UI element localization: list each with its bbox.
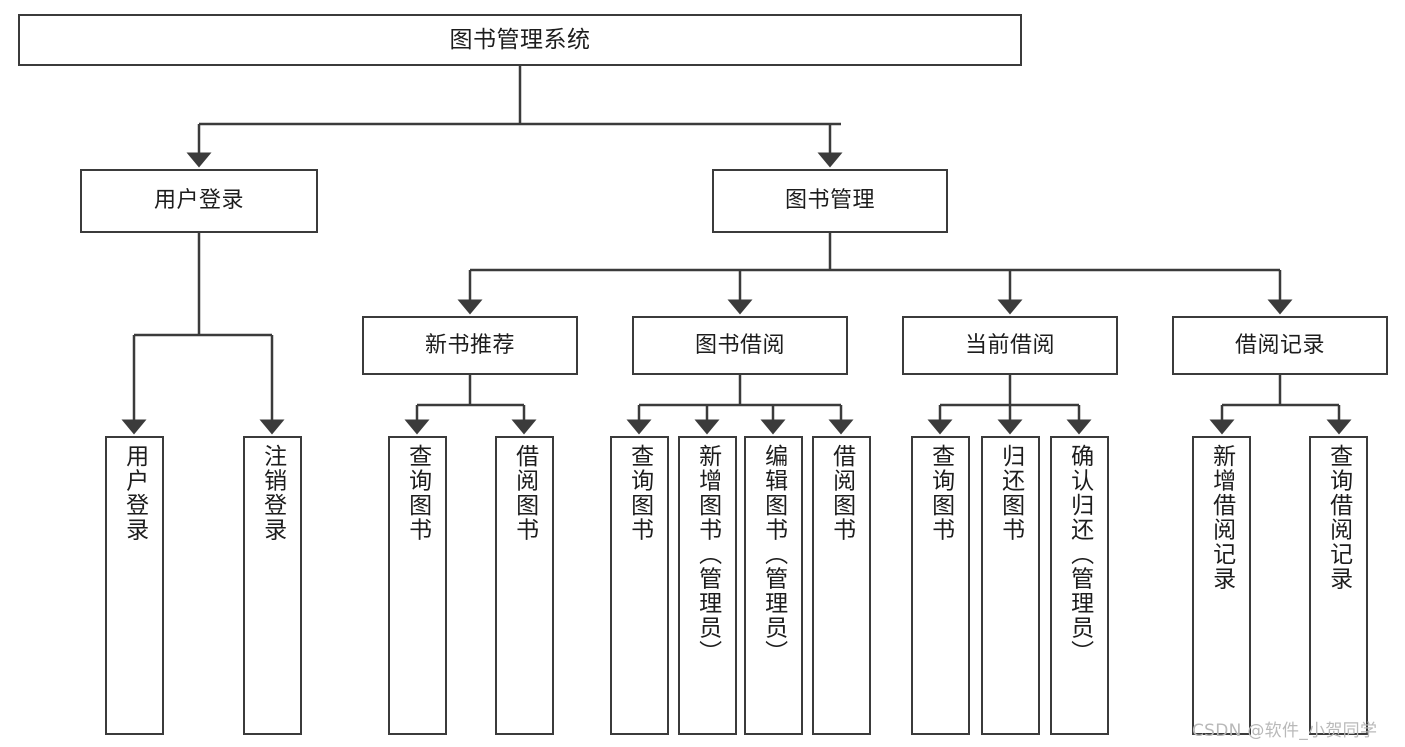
leaf-new-book-query[interactable]: 查询图书: [388, 436, 447, 735]
node-book-management[interactable]: 图书管理: [712, 169, 948, 233]
node-label: 借阅图书: [511, 444, 538, 542]
leaf-borrow-query-book[interactable]: 查询图书: [610, 436, 669, 735]
leaf-borrow-edit-book-admin[interactable]: 编辑图书（管理员）: [744, 436, 803, 735]
node-borrow-record[interactable]: 借阅记录: [1172, 316, 1388, 375]
node-label: 注销登录: [259, 444, 286, 542]
node-label: 图书管理系统: [449, 26, 591, 53]
node-label: 编辑图书（管理员）: [760, 444, 787, 665]
node-label: 借阅图书: [828, 444, 855, 542]
leaf-user-login-login[interactable]: 用户登录: [105, 436, 164, 735]
node-label: 新增借阅记录: [1208, 444, 1235, 591]
node-label: 归还图书: [997, 444, 1024, 542]
leaf-new-book-borrow[interactable]: 借阅图书: [495, 436, 554, 735]
node-label: 用户登录: [153, 188, 244, 213]
leaf-current-query-book[interactable]: 查询图书: [911, 436, 970, 735]
node-root-book-management-system[interactable]: 图书管理系统: [18, 14, 1022, 66]
node-label: 确认归还（管理员）: [1066, 444, 1093, 665]
node-current-borrow[interactable]: 当前借阅: [902, 316, 1118, 375]
node-new-book-recommend[interactable]: 新书推荐: [362, 316, 578, 375]
node-label: 图书管理: [784, 188, 875, 213]
node-label: 借阅记录: [1234, 332, 1325, 358]
node-label: 查询图书: [626, 444, 653, 542]
node-label: 查询图书: [927, 444, 954, 542]
node-label: 用户登录: [121, 444, 148, 542]
node-user-login[interactable]: 用户登录: [80, 169, 318, 233]
leaf-current-return-book[interactable]: 归还图书: [981, 436, 1040, 735]
node-label: 查询借阅记录: [1325, 444, 1352, 591]
node-book-borrow[interactable]: 图书借阅: [632, 316, 848, 375]
node-label: 新书推荐: [424, 332, 515, 358]
leaf-record-add-record[interactable]: 新增借阅记录: [1192, 436, 1251, 735]
leaf-current-confirm-return-admin[interactable]: 确认归还（管理员）: [1050, 436, 1109, 735]
node-label: 新增图书（管理员）: [694, 444, 721, 665]
leaf-borrow-borrow-book[interactable]: 借阅图书: [812, 436, 871, 735]
node-label: 图书借阅: [694, 332, 785, 358]
node-label: 当前借阅: [964, 332, 1055, 358]
leaf-user-login-logout[interactable]: 注销登录: [243, 436, 302, 735]
leaf-borrow-add-book-admin[interactable]: 新增图书（管理员）: [678, 436, 737, 735]
leaf-record-query-record[interactable]: 查询借阅记录: [1309, 436, 1368, 735]
node-label: 查询图书: [404, 444, 431, 542]
